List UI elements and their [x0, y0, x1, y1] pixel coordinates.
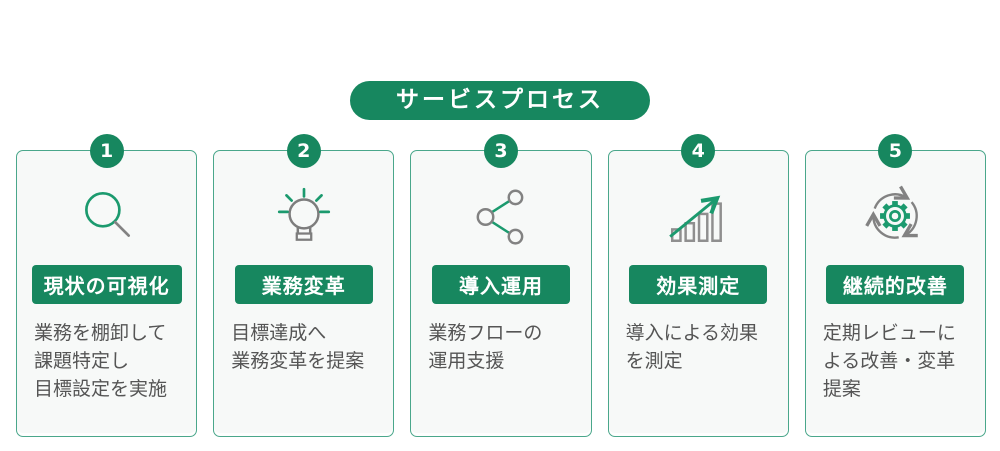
gear-cycle-icon [806, 181, 985, 251]
step-number-badge: 1 [89, 134, 124, 168]
step-number-badge: 4 [681, 134, 716, 168]
step-label-badge: 現状の可視化 [31, 265, 182, 304]
step-label-badge: 効果測定 [629, 265, 768, 304]
step-description: 目標達成へ 業務変革を提案 [231, 322, 365, 372]
step-number: 5 [888, 140, 903, 162]
step-description: 導入による効果 を測定 [625, 322, 759, 372]
step-number-badge: 3 [484, 134, 518, 168]
step-description: 定期レビューに よる改善・変革 提案 [822, 322, 956, 400]
step-card-1: 1 現状の可視化 業務を棚卸して 課題特定し 目標設定を実施 [16, 134, 198, 437]
step-number: 1 [99, 140, 114, 162]
step-card-3: 3 導入運用 業務フローの 運用支援 [410, 134, 592, 437]
step-number: 3 [494, 140, 508, 162]
share-network-icon [411, 181, 590, 251]
step-description: 業務フローの 運用支援 [428, 322, 543, 372]
step-description: 業務を棚卸して 課題特定し 目標設定を実施 [34, 322, 168, 400]
process-title-pill: サービスプロセス [350, 81, 650, 120]
step-number-badge: 5 [878, 134, 913, 168]
lightbulb-icon [214, 181, 393, 251]
step-number: 2 [297, 140, 311, 162]
step-card-4: 4 効果測定 導入による効果 を測定 [607, 134, 789, 437]
process-steps-row: 1 現状の可視化 業務を棚卸して 課題特定し 目標設定を実施 2 業務変革 目標… [16, 134, 987, 437]
step-label-badge: 継続的改善 [826, 265, 965, 304]
step-card-5: 5 [804, 134, 987, 437]
step-number-badge: 2 [286, 134, 321, 168]
step-card-2: 2 業務変革 目標達成へ 業務変革を提案 [213, 134, 395, 437]
magnifier-icon [17, 181, 196, 251]
step-number: 4 [691, 140, 705, 162]
step-label-badge: 業務変革 [234, 265, 373, 304]
process-title: サービスプロセス [396, 87, 604, 113]
step-label-badge: 導入運用 [432, 265, 570, 304]
growth-chart-icon [609, 181, 788, 251]
